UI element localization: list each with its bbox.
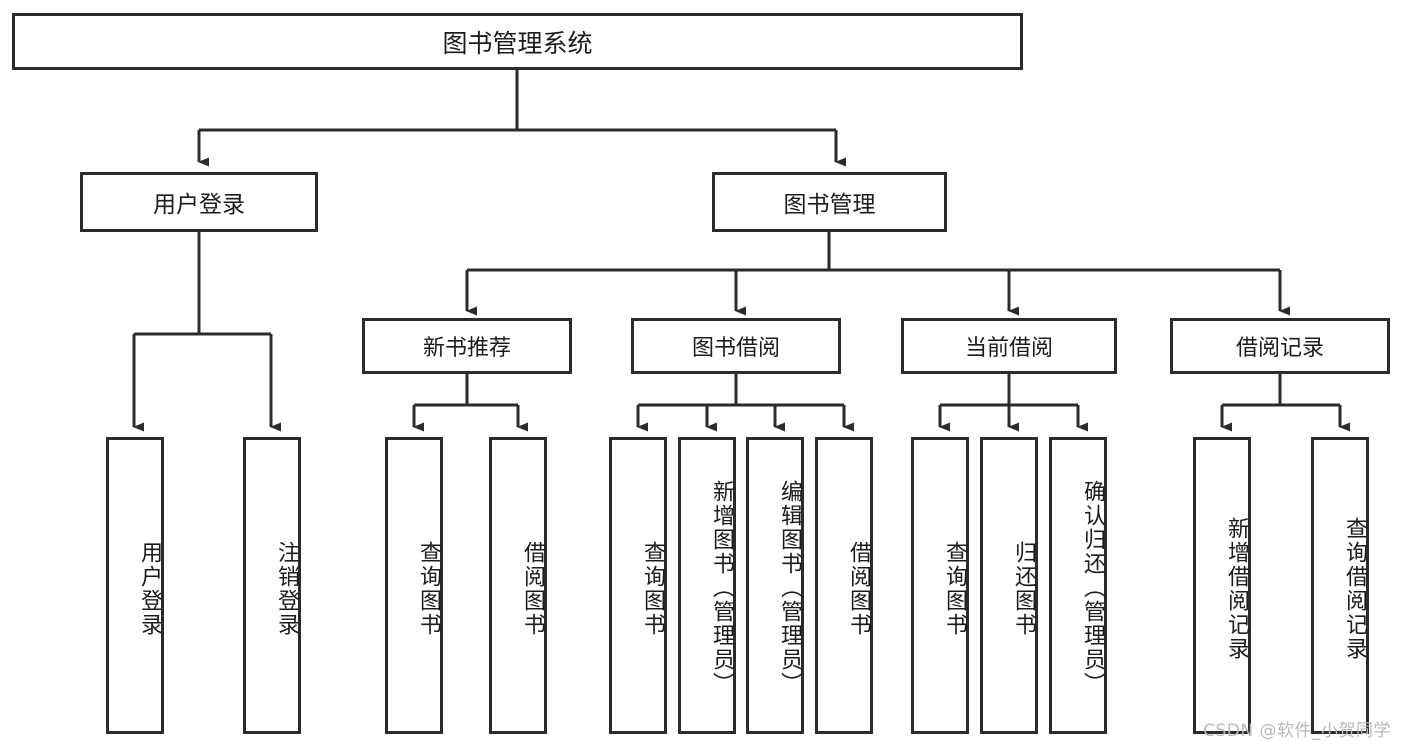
node-leaf-logout-login[interactable]: 注销登录 [243,437,301,734]
node-book-borrow[interactable]: 图书借阅 [631,318,841,374]
node-leaf-query-book-2[interactable]: 查询图书 [609,437,667,734]
node-leaf-borrow-book-1-label: 借阅图书 [520,540,545,637]
node-leaf-add-book[interactable]: 新增图书（管理员） [678,437,736,734]
node-leaf-add-record[interactable]: 新增借阅记录 [1193,437,1251,734]
node-leaf-borrow-book-1[interactable]: 借阅图书 [489,437,547,734]
node-leaf-query-book-3[interactable]: 查询图书 [911,437,969,734]
node-current-borrow[interactable]: 当前借阅 [901,318,1117,374]
node-leaf-logout-login-label: 注销登录 [274,540,299,637]
node-leaf-borrow-book-2[interactable]: 借阅图书 [815,437,873,734]
node-leaf-edit-book[interactable]: 编辑图书（管理员） [746,437,804,734]
node-leaf-query-record-label: 查询借阅记录 [1342,516,1367,661]
node-leaf-confirm-return-label: 确认归还（管理员） [1080,479,1105,696]
node-book-borrow-label: 图书借阅 [691,336,780,361]
node-leaf-add-record-label: 新增借阅记录 [1224,516,1249,661]
node-leaf-user-login[interactable]: 用户登录 [106,437,164,734]
node-new-book-recommend[interactable]: 新书推荐 [362,318,572,374]
node-leaf-edit-book-label: 编辑图书（管理员） [777,479,802,696]
node-leaf-borrow-book-2-label: 借阅图书 [846,540,871,637]
node-borrow-record-label: 借阅记录 [1235,336,1324,361]
node-user-login-label: 用户登录 [153,192,245,218]
node-leaf-return-book[interactable]: 归还图书 [980,437,1038,734]
node-leaf-query-book-1-label: 查询图书 [416,540,441,637]
node-user-login[interactable]: 用户登录 [80,172,318,232]
node-leaf-return-book-label: 归还图书 [1011,540,1036,637]
csdn-watermark: CSDN @软件_小贺同学 [1203,721,1391,741]
node-root-system[interactable]: 图书管理系统 [12,13,1023,70]
node-current-borrow-label: 当前借阅 [964,336,1053,361]
node-book-manage-label: 图书管理 [783,192,876,218]
node-leaf-query-book-1[interactable]: 查询图书 [385,437,443,734]
node-leaf-confirm-return[interactable]: 确认归还（管理员） [1049,437,1107,734]
node-borrow-record[interactable]: 借阅记录 [1170,318,1390,374]
node-leaf-query-record[interactable]: 查询借阅记录 [1311,437,1369,734]
node-leaf-query-book-3-label: 查询图书 [942,540,967,637]
node-new-book-recommend-label: 新书推荐 [422,336,511,361]
node-book-manage[interactable]: 图书管理 [712,172,947,232]
node-leaf-add-book-label: 新增图书（管理员） [709,479,734,696]
node-leaf-query-book-2-label: 查询图书 [640,540,665,637]
node-root-system-label: 图书管理系统 [442,28,593,58]
node-leaf-user-login-label: 用户登录 [137,540,162,637]
